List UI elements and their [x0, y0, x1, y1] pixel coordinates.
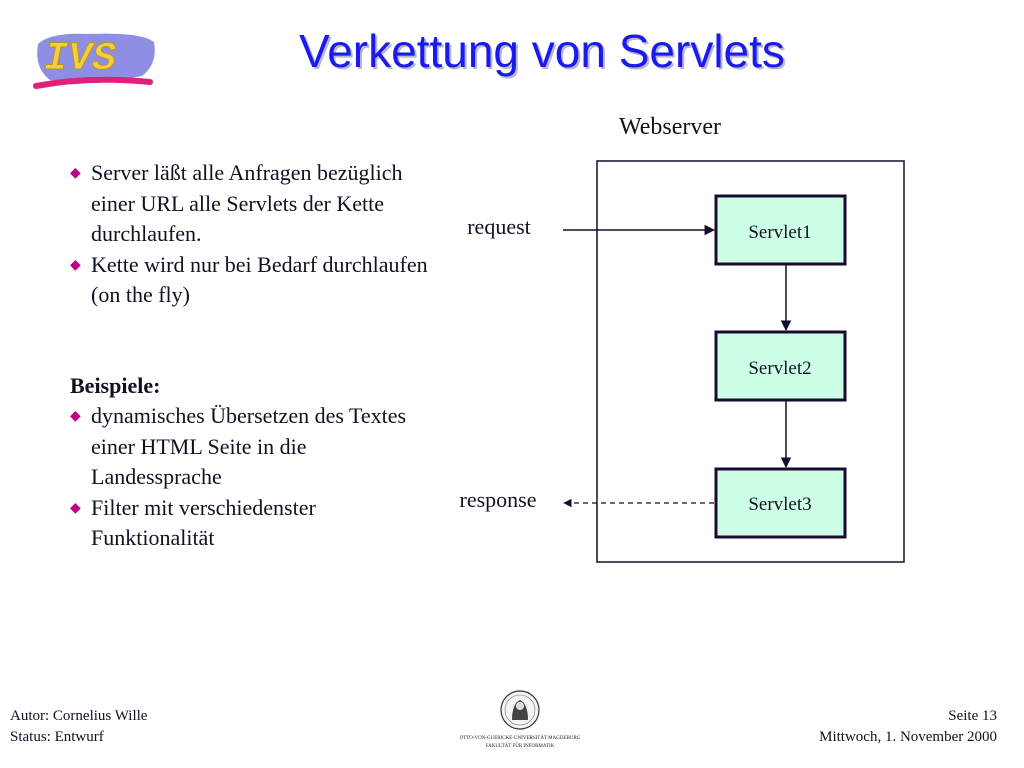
status-text: Status: Entwurf — [10, 729, 104, 745]
footer-right: Seite 13 Mittwoch, 1. November 2000 — [819, 706, 997, 748]
webserver-label: Webserver — [619, 114, 721, 140]
diamond-bullet-icon: ◆ — [70, 409, 81, 424]
servlet3-box — [714, 467, 847, 539]
servlet2-box — [714, 330, 847, 402]
bullet-item: ◆ Kette wird nur bei Bedarf durchlaufen … — [70, 250, 430, 311]
diamond-bullet-icon: ◆ — [70, 500, 81, 516]
examples-heading: Beispiele: — [70, 372, 161, 398]
logo-text: IVS — [44, 37, 116, 82]
footer-left: Autor: Cornelius Wille Status: Entwurf — [10, 706, 147, 748]
date-text: Mittwoch, 1. November 2000 — [819, 729, 997, 745]
bullet-list: ◆ Server läßt alle Anfragen bezüglich ei… — [70, 158, 430, 554]
diamond-bullet-icon: ◆ — [70, 166, 81, 181]
bullet-item: ◆ Server läßt alle Anfragen bezüglich ei… — [70, 158, 430, 250]
university-seal: OTTO-VON-GUERICKE-UNIVERSITÄT MAGDEBURG … — [460, 690, 581, 749]
response-label: response — [460, 487, 537, 512]
servlet1-label: Servlet1 — [748, 222, 811, 243]
bullet-text: Kette wird nur bei Bedarf durchlaufen (o… — [91, 251, 428, 308]
example-item: ◆ Filter mit verschiedenster Funktionali… — [70, 493, 430, 554]
example-text: Filter mit verschiedenster Funktionalitä… — [91, 494, 316, 551]
logo-brush-background — [37, 33, 155, 82]
page-number: Seite 13 — [948, 708, 997, 724]
university-name: OTTO-VON-GUERICKE-UNIVERSITÄT MAGDEBURG — [460, 735, 581, 741]
slide-title: Verkettung von Servlets — [299, 25, 785, 77]
servlet3-label: Servlet3 — [748, 494, 811, 515]
request-label: request — [467, 214, 531, 239]
example-item: ◆ dynamisches Übersetzen des Textes eine… — [70, 401, 430, 493]
servlet1-box — [714, 194, 847, 266]
faculty-name: FAKULTÄT FÜR INFORMATIK — [486, 743, 555, 749]
webserver-container — [596, 160, 905, 563]
author-text: Autor: Cornelius Wille — [10, 708, 148, 724]
ivs-logo: IVS — [33, 33, 155, 89]
logo-underline — [33, 76, 153, 89]
diamond-bullet-icon: ◆ — [70, 257, 81, 273]
bullet-text: Server läßt alle Anfragen bezüglich eine… — [91, 160, 403, 246]
servlet2-label: Servlet2 — [748, 358, 811, 379]
example-text: dynamisches Übersetzen des Textes einer … — [91, 403, 407, 489]
